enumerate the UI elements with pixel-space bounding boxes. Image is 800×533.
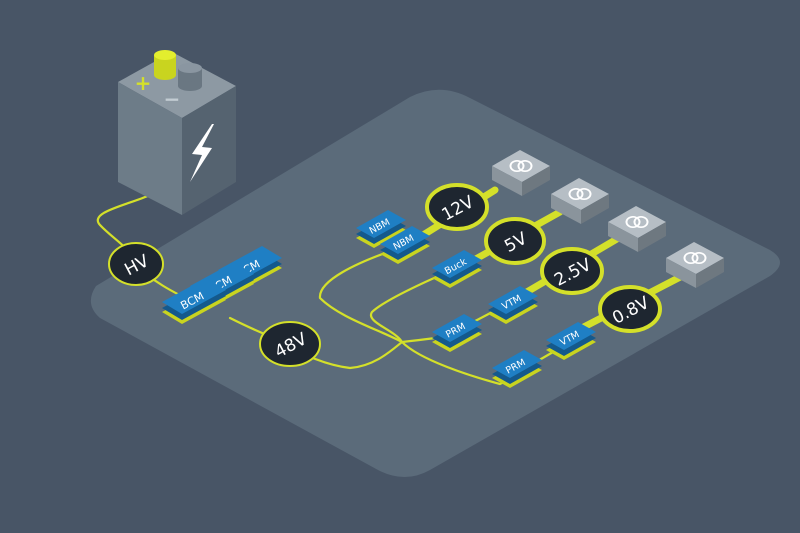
wire-bus-nbm xyxy=(318,250,404,344)
battery-front xyxy=(118,82,182,215)
5v-bubble: 5V xyxy=(484,217,546,265)
12v-bubble: 12V xyxy=(425,183,489,231)
prm-module-lower: PRM xyxy=(492,350,542,388)
prm-module-upper: PRM xyxy=(432,314,482,352)
battery-top xyxy=(118,52,236,118)
nbm-module-bottom: NBM xyxy=(380,226,430,264)
2-5v-bubble: 2.5V xyxy=(540,247,604,295)
wire-bus-buck xyxy=(369,269,452,344)
plus-sign: + xyxy=(135,71,152,95)
minus-sign: − xyxy=(164,87,181,111)
isometric-platform xyxy=(90,89,781,477)
load-0-8v xyxy=(666,242,724,288)
load-2-5v xyxy=(608,206,666,252)
bcm-stack: BCM BCM BCM xyxy=(162,246,282,324)
load-12v xyxy=(492,150,550,196)
load-5v xyxy=(551,178,609,224)
nbm-stack: NBM NBM xyxy=(356,210,430,264)
battery: + − xyxy=(118,50,236,215)
hv-bubble: HV xyxy=(108,242,164,286)
buck-module: Buck xyxy=(432,250,482,288)
vtm-module-lower: VTM xyxy=(546,322,596,360)
nbm-module-top: NBM xyxy=(356,210,406,248)
negative-terminal xyxy=(178,63,202,91)
0-8v-bubble: 0.8V xyxy=(598,285,662,333)
bcm-module-bottom: BCM xyxy=(162,278,226,324)
lightning-bolt-icon xyxy=(190,124,214,182)
positive-terminal xyxy=(154,50,176,80)
48v-bubble: 48V xyxy=(259,321,321,367)
vtm-module-upper: VTM xyxy=(488,286,538,324)
